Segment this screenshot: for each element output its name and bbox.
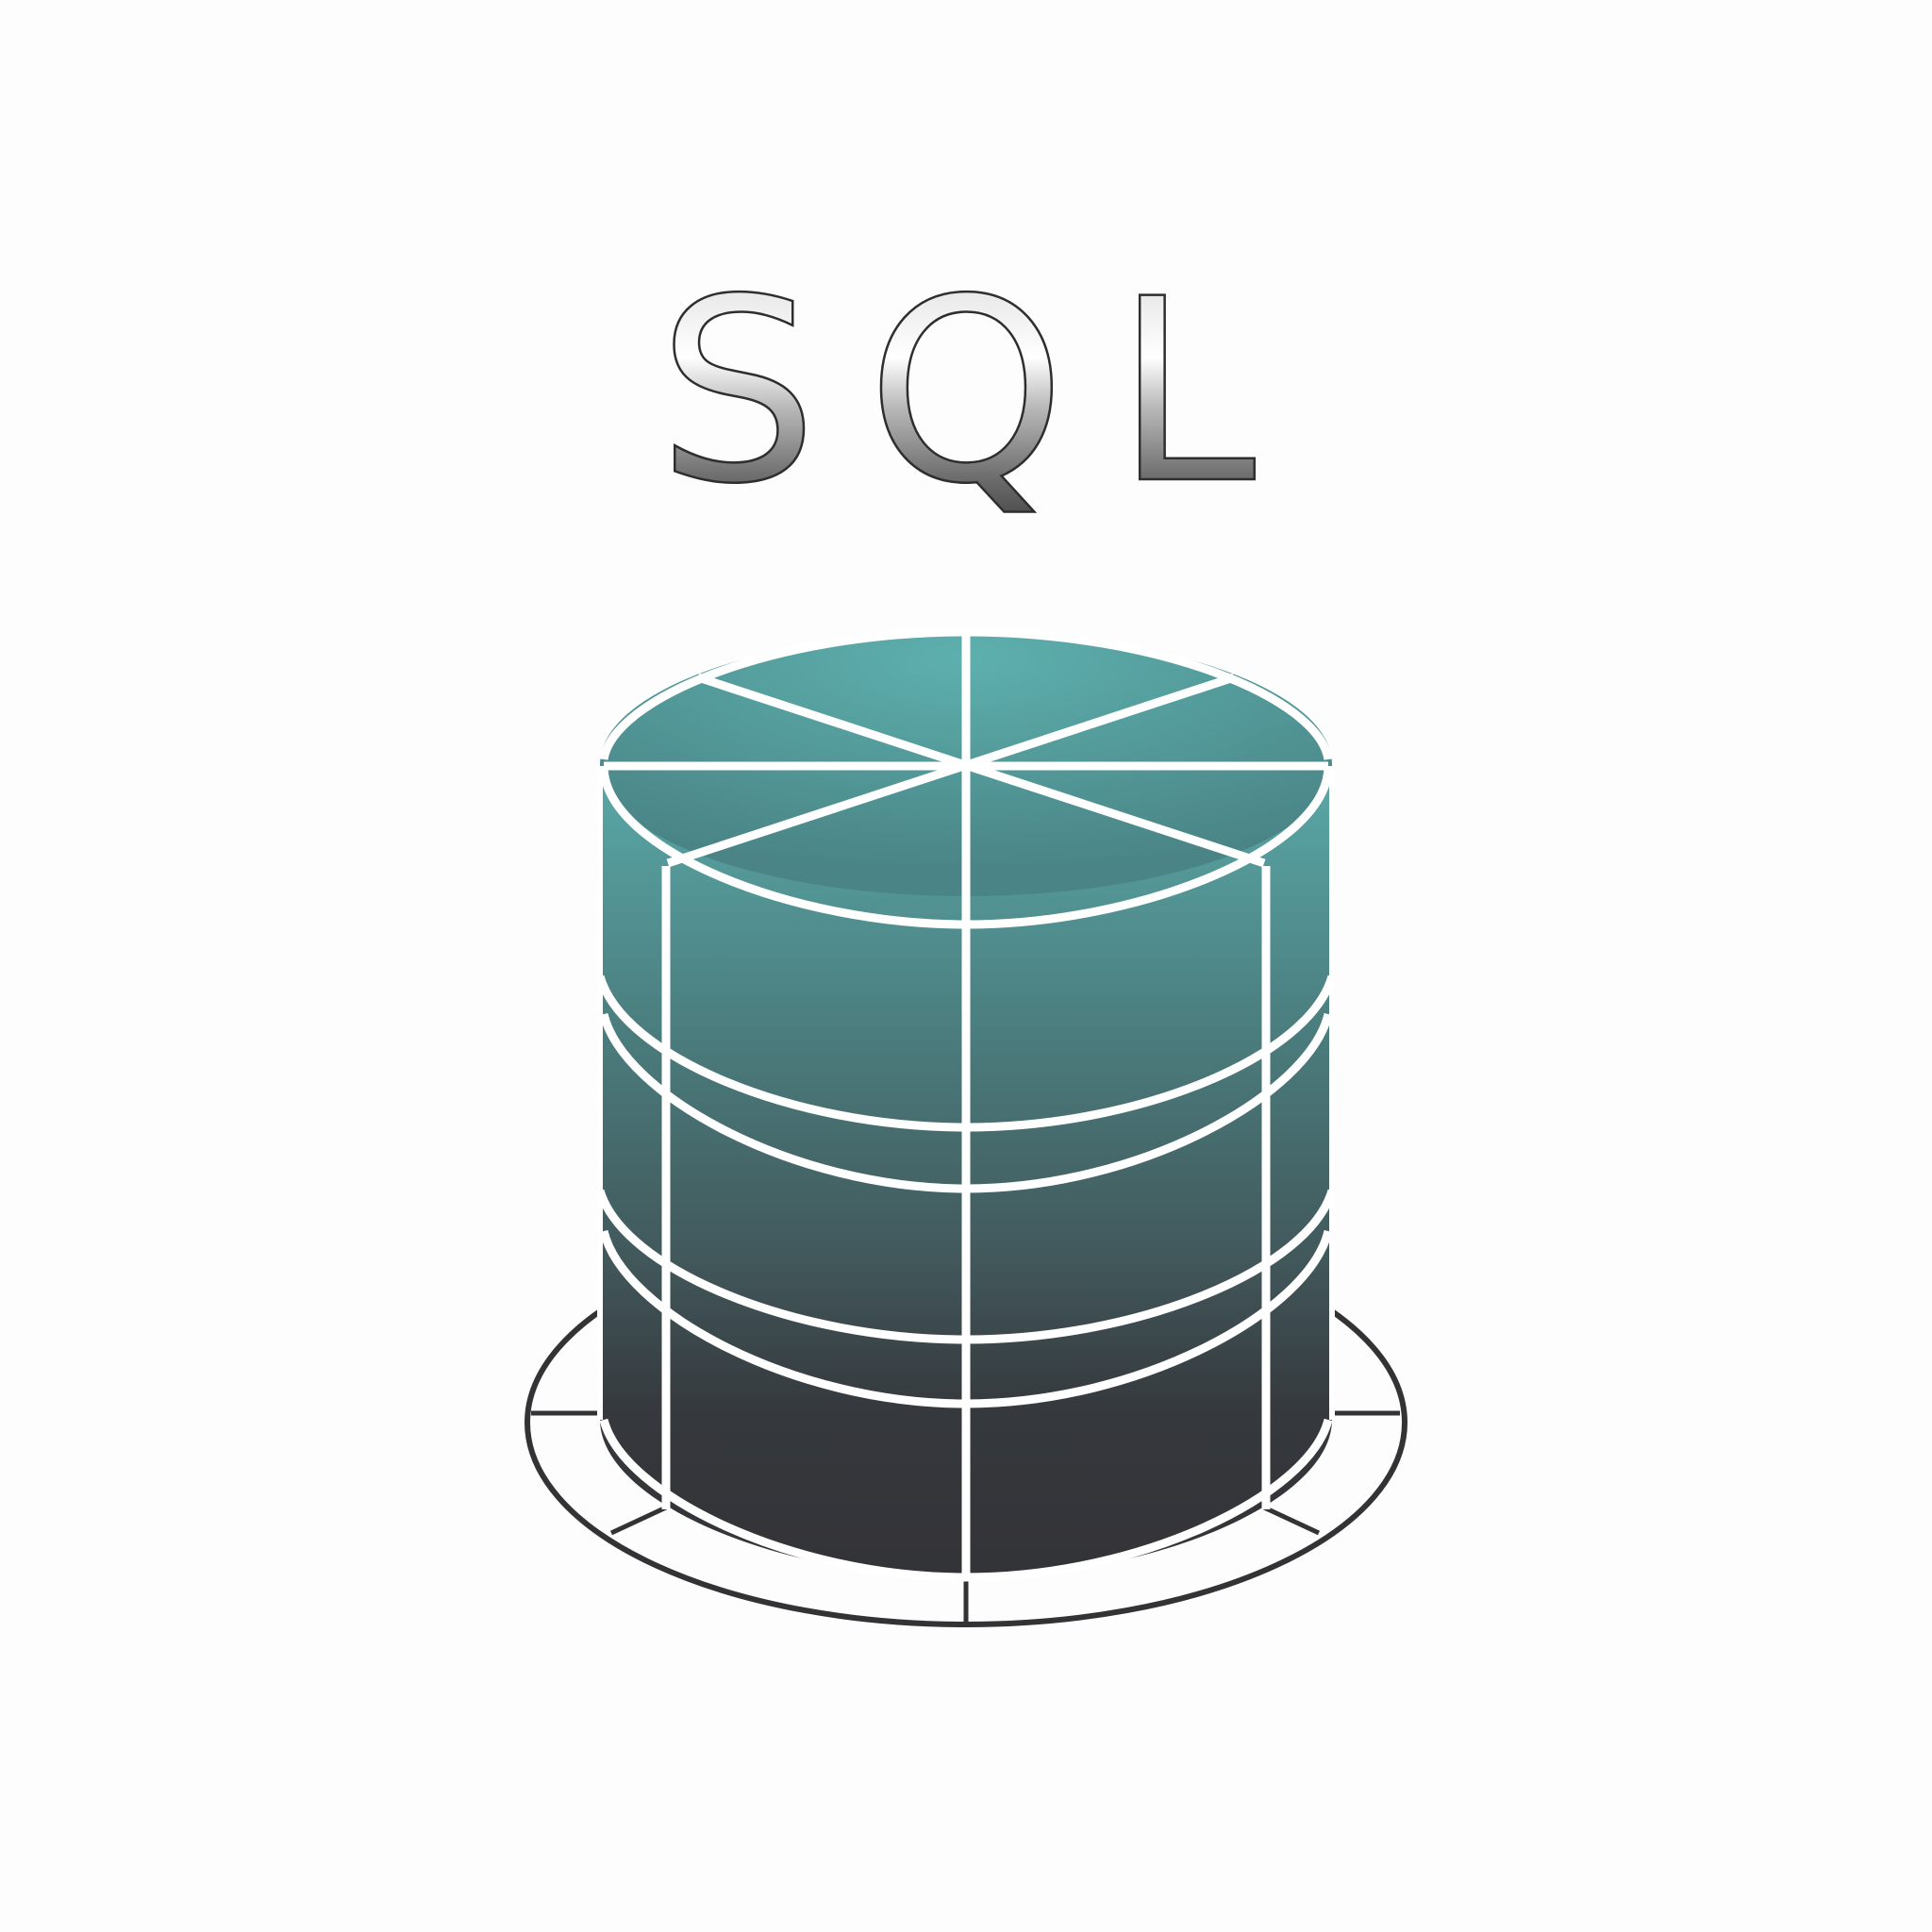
wordmark-text: SQL bbox=[658, 245, 1305, 540]
database-cylinder-icon bbox=[595, 627, 1337, 1582]
